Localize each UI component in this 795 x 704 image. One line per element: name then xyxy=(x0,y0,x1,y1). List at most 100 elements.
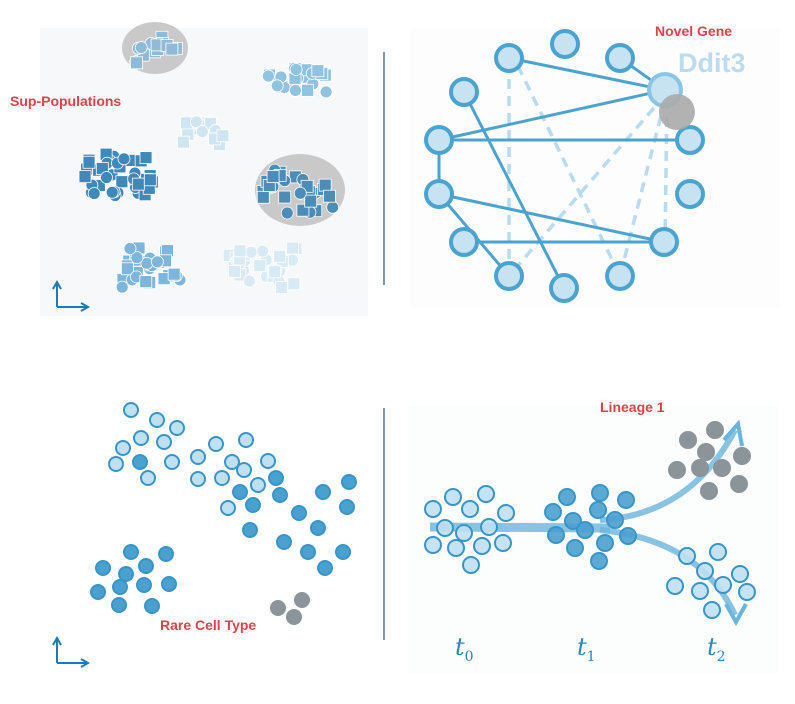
cell-square xyxy=(278,190,292,204)
cell-point xyxy=(703,601,721,619)
cell-point xyxy=(564,512,582,530)
cell-point xyxy=(566,539,584,557)
cell-point xyxy=(144,598,160,614)
time-label-t0: t0 xyxy=(455,633,474,665)
cell-point xyxy=(220,500,236,516)
cell-point xyxy=(315,484,331,500)
cell-point xyxy=(118,566,134,582)
cell-point xyxy=(238,432,254,448)
cell-circle xyxy=(130,251,144,265)
cell-circle xyxy=(105,185,119,199)
gene-node xyxy=(605,43,635,73)
cell-point xyxy=(714,576,732,594)
gene-name-label: Ddit3 xyxy=(678,48,746,78)
cell-point xyxy=(208,436,224,452)
novel-gene-label: Novel Gene xyxy=(655,23,733,39)
cell-point xyxy=(733,447,751,465)
cell-point xyxy=(606,511,624,529)
cell-square xyxy=(233,244,247,258)
cell-square xyxy=(323,189,336,203)
gene-node xyxy=(424,125,454,155)
cell-point xyxy=(294,592,310,608)
cell-point xyxy=(462,556,480,574)
axis-arrows-icon xyxy=(52,635,91,668)
cell-point xyxy=(224,454,240,470)
cell-circle xyxy=(262,69,275,83)
cell-point xyxy=(473,537,491,555)
cell-point xyxy=(335,544,351,560)
cell-circle xyxy=(100,171,113,184)
cell-square xyxy=(273,249,287,263)
cell-point xyxy=(272,487,288,503)
gene-node xyxy=(649,227,679,257)
cell-point xyxy=(617,491,635,509)
cell-point xyxy=(115,440,131,456)
cell-point xyxy=(158,546,174,562)
cell-square xyxy=(253,259,267,273)
cell-point xyxy=(691,582,709,600)
cell-point xyxy=(679,431,697,449)
rare-cell-type-label: Rare Cell Type xyxy=(160,617,257,633)
cell-point xyxy=(709,543,727,561)
cell-circle xyxy=(123,242,137,255)
cell-point xyxy=(480,518,498,536)
cell-circle xyxy=(256,244,270,258)
cell-square xyxy=(78,170,92,184)
cell-square xyxy=(275,281,288,295)
cell-point xyxy=(730,475,748,493)
cell-point xyxy=(731,565,749,583)
cell-point xyxy=(242,522,258,538)
network-edge xyxy=(438,88,666,142)
cell-point xyxy=(696,562,714,580)
cell-point xyxy=(310,520,326,536)
cell-circle xyxy=(244,245,258,259)
cell-point xyxy=(576,521,594,539)
cell-circle xyxy=(326,200,340,214)
cell-circle xyxy=(319,85,333,99)
cell-point xyxy=(706,421,724,439)
cell-square xyxy=(268,265,282,279)
cell-circle xyxy=(117,152,131,166)
cell-point xyxy=(111,597,127,613)
network-edge-dashed xyxy=(507,93,667,278)
time-label-t1: t1 xyxy=(577,633,596,665)
cell-point xyxy=(108,456,124,472)
cell-circle xyxy=(293,186,307,200)
cell-point xyxy=(236,462,252,478)
cell-point xyxy=(317,560,333,576)
cell-square xyxy=(139,275,153,289)
cell-circle xyxy=(280,206,294,220)
cell-point xyxy=(544,503,562,521)
cell-point xyxy=(589,501,607,519)
cell-point xyxy=(95,560,111,576)
cell-point xyxy=(691,459,709,477)
cell-circle xyxy=(189,115,203,129)
cell-point xyxy=(276,534,292,550)
cell-point xyxy=(596,534,614,552)
cell-point xyxy=(291,505,307,521)
cell-point xyxy=(668,461,686,479)
cell-point xyxy=(547,526,565,544)
cell-square xyxy=(287,277,301,291)
cell-square xyxy=(318,178,332,192)
network-edge-dashed xyxy=(618,99,667,277)
cell-point xyxy=(300,544,316,560)
cell-point xyxy=(138,558,154,574)
network-edge xyxy=(508,56,666,92)
cell-point xyxy=(619,527,637,545)
cell-point xyxy=(447,539,465,557)
lineage-label: Lineage 1 xyxy=(600,399,665,415)
cell-square xyxy=(121,262,134,276)
gene-node xyxy=(449,227,479,257)
cell-point xyxy=(461,500,479,518)
cell-point xyxy=(713,459,731,477)
arrowhead-icon xyxy=(724,603,748,627)
cell-point xyxy=(214,470,230,486)
cell-point xyxy=(697,443,715,461)
cell-circle xyxy=(87,187,101,200)
cell-point xyxy=(738,583,756,601)
cell-square xyxy=(130,56,143,70)
cell-point xyxy=(112,579,128,595)
gene-node xyxy=(675,179,705,209)
gene-node xyxy=(424,179,454,209)
